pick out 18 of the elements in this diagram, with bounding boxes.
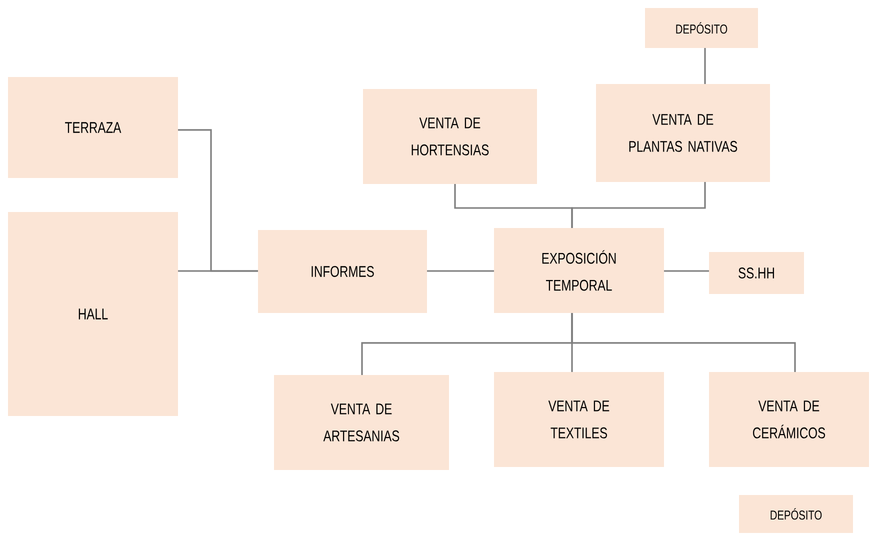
room-box: VENTA DE TEXTILES bbox=[494, 372, 664, 467]
connector-line bbox=[571, 182, 706, 228]
connector-line bbox=[664, 270, 709, 272]
connector-line bbox=[704, 48, 706, 84]
room-box: INFORMES bbox=[258, 230, 427, 313]
room-box: HALL bbox=[8, 212, 178, 416]
room-box: VENTA DE HORTENSIAS bbox=[363, 88, 537, 184]
connector-line bbox=[571, 312, 796, 372]
connector-line bbox=[178, 270, 258, 272]
connector-line bbox=[427, 270, 494, 272]
room-box: DEPÓSITO bbox=[739, 494, 853, 533]
room-box: SS.HH bbox=[709, 252, 804, 294]
room-box: VENTA DE PLANTAS NATIVAS bbox=[596, 84, 770, 182]
room-box: VENTA DE CERÁMICOS bbox=[709, 372, 869, 467]
room-box: VENTA DE ARTESANIAS bbox=[274, 374, 449, 470]
room-box: EXPOSICIÓN TEMPORAL bbox=[494, 228, 664, 313]
room-box: TERRAZA bbox=[8, 77, 178, 178]
room-box: DEPÓSITO bbox=[645, 8, 758, 48]
